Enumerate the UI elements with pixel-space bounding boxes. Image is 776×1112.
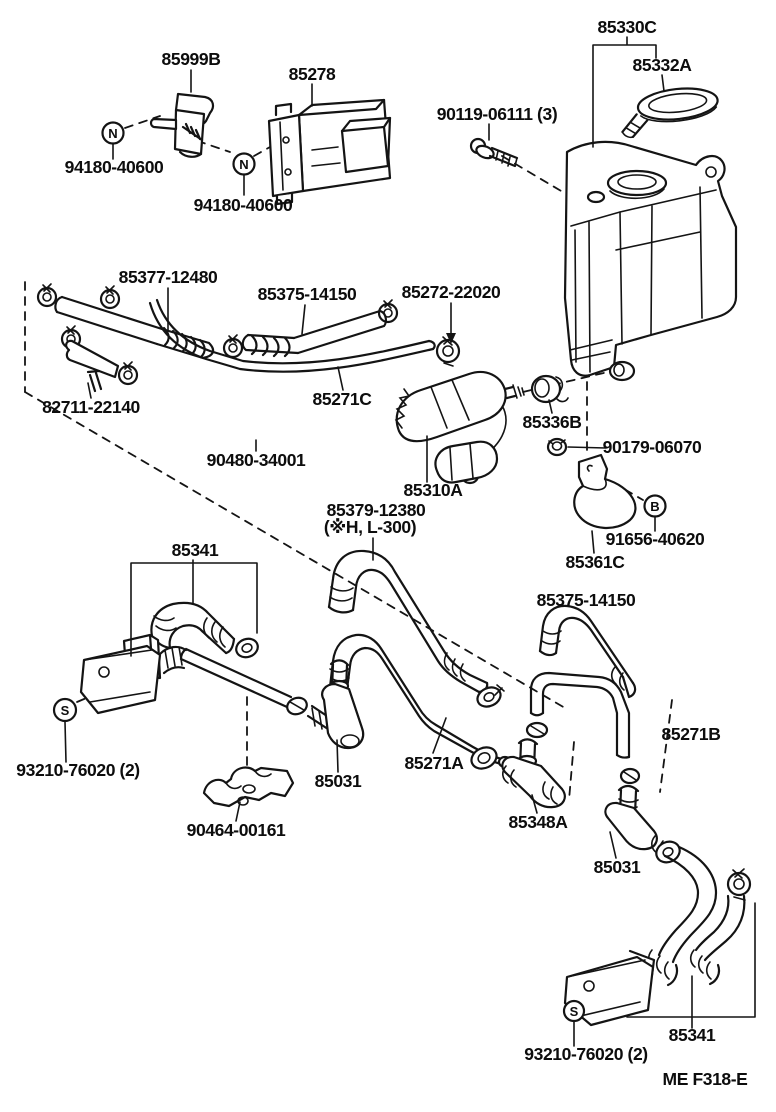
part-label-93210-76020: 93210-76020 (2) <box>16 760 139 780</box>
part-label-90480-34001: 90480-34001 <box>207 450 306 470</box>
part-label-85375-14150: 85375-14150 <box>537 590 636 610</box>
part-label-90179-06070: 90179-06070 <box>603 437 702 457</box>
nut-symbol: N <box>101 121 125 145</box>
bracket-85361c-drawing <box>546 437 637 529</box>
part-label-85341-bottom: 85341 <box>669 1025 716 1045</box>
part-label-85310a: 85310A <box>404 480 464 500</box>
hose-clamps-drawing <box>36 283 399 386</box>
grommet-85336b-drawing <box>530 374 569 404</box>
washer-pump-85310a-drawing <box>394 370 525 485</box>
part-label-85379-note: (※H, L-300) <box>324 517 416 537</box>
part-label-85271b: 85271B <box>662 724 721 744</box>
joint-85031-left-drawing <box>321 659 365 750</box>
screw-symbol: S <box>52 697 78 723</box>
nut-symbol-letter: N <box>239 157 248 172</box>
nut-symbol-letter: N <box>108 126 117 141</box>
hose-85271b-drawing <box>525 671 641 785</box>
hose-85379-drawing <box>327 549 505 708</box>
part-label-85379-12380: 85379-12380 <box>327 500 426 520</box>
part-label-85271a: 85271A <box>405 753 465 773</box>
clamp-90464-drawing <box>202 766 295 808</box>
leader-lines <box>64 36 756 1047</box>
part-label-82711-22140: 82711-22140 <box>42 397 140 417</box>
fastener-symbols: N N S S B <box>52 121 667 1023</box>
part-label-85377-12480: 85377-12480 <box>119 267 218 287</box>
screw-symbol-letter: S <box>570 1004 579 1019</box>
nut-symbol: N <box>232 152 256 176</box>
part-label-90464-00161: 90464-00161 <box>187 820 286 840</box>
part-label-85278: 85278 <box>289 64 336 84</box>
bracket-85999b-drawing <box>149 92 215 158</box>
hose-85375-right-drawing <box>538 604 637 699</box>
part-label-85272-22020: 85272-22020 <box>402 282 501 302</box>
part-labels: 85999B 85278 90119-06111 (3) 94180-40600… <box>16 17 748 1089</box>
part-label-85999b: 85999B <box>162 49 221 69</box>
screw-symbol: S <box>562 999 586 1023</box>
part-label-85361c: 85361C <box>566 552 626 572</box>
part-label-85332a: 85332A <box>633 55 693 75</box>
hose-85375-top-drawing <box>241 309 387 358</box>
part-label-85330c: 85330C <box>598 17 658 37</box>
part-label-93210-76020: 93210-76020 (2) <box>524 1044 647 1064</box>
nozzle-bottom-85341-drawing <box>563 845 752 1027</box>
joint-85031-right-drawing <box>604 784 681 864</box>
part-label-85271c: 85271C <box>313 389 373 409</box>
part-label-94180-40600: 94180-40600 <box>194 195 293 215</box>
bolt-symbol-letter: B <box>650 499 659 514</box>
part-label-85031-right: 85031 <box>594 857 641 877</box>
screw-symbol-letter: S <box>61 703 70 718</box>
part-label-91656-40620: 91656-40620 <box>606 529 705 549</box>
part-label-85348a: 85348A <box>509 812 569 832</box>
clamp-82711-drawing <box>65 339 120 393</box>
part-label-85336b: 85336B <box>523 412 582 432</box>
part-label-85341-left: 85341 <box>172 540 219 560</box>
bolt-90119-drawing <box>469 137 519 168</box>
jar-cap-85332a-drawing <box>621 87 719 139</box>
joint-85348a-drawing <box>470 738 566 809</box>
washer-jar-85330c-drawing <box>563 140 738 382</box>
nozzle-left-85341-drawing <box>79 601 338 733</box>
part-label-90119-06111: 90119-06111 (3) <box>437 104 558 124</box>
drawing-code: ME F318-E <box>663 1069 748 1089</box>
clamp-85272-drawing <box>435 335 461 367</box>
bolt-symbol: B <box>643 494 667 518</box>
part-label-85375-14150: 85375-14150 <box>258 284 357 304</box>
part-label-85031-left: 85031 <box>315 771 362 791</box>
tube-85271c-drawing <box>148 298 436 373</box>
washer-relay-85278-drawing <box>267 98 392 206</box>
part-label-94180-40600: 94180-40600 <box>65 157 164 177</box>
